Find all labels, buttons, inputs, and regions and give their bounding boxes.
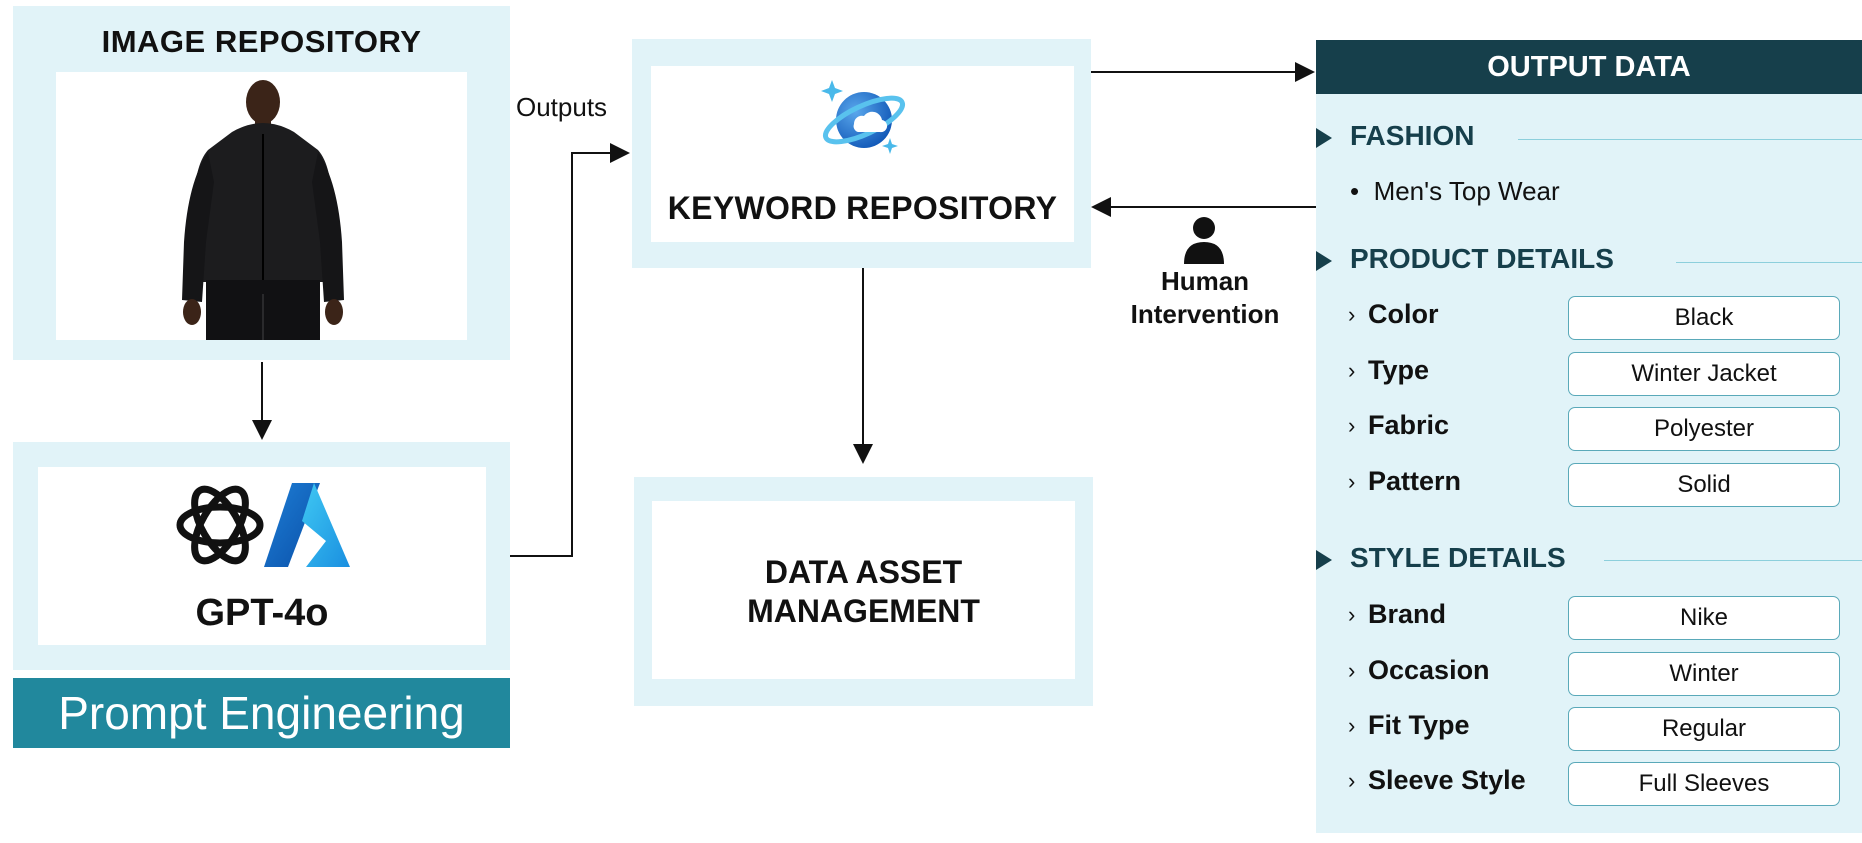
style-details-section-title: STYLE DETAILS	[1316, 540, 1616, 580]
attribute-row-pattern: › Pattern Solid	[1316, 463, 1862, 509]
attribute-name: Sleeve Style	[1368, 765, 1526, 795]
data-asset-management-line1: DATA ASSET	[764, 554, 963, 590]
section-triangle-icon	[1316, 128, 1332, 148]
fashion-section-rule	[1518, 139, 1862, 140]
attribute-row-color: › Color Black	[1316, 296, 1862, 342]
style-details-section-rule	[1604, 560, 1862, 561]
attribute-value: Polyester	[1568, 407, 1840, 451]
human-intervention-label: Human Intervention	[1105, 265, 1305, 331]
section-triangle-icon	[1316, 251, 1332, 271]
attribute-value: Black	[1568, 296, 1840, 340]
openai-logo-icon	[176, 485, 264, 565]
attribute-name: Color	[1368, 299, 1439, 329]
fashion-section-title: FASHION	[1316, 118, 1486, 158]
chevron-right-icon: ›	[1348, 469, 1356, 494]
model-card	[38, 467, 486, 645]
product-image	[56, 72, 467, 340]
attribute-value: Full Sleeves	[1568, 762, 1840, 806]
attribute-name: Type	[1368, 355, 1430, 385]
jacket-photo-illustration	[182, 80, 344, 340]
chevron-right-icon: ›	[1348, 602, 1356, 627]
keyword-repository-title: KEYWORD REPOSITORY	[667, 190, 1058, 226]
attribute-name: Fit Type	[1368, 710, 1470, 740]
chevron-right-icon: ›	[1348, 302, 1356, 327]
keyword-repository-card	[651, 66, 1074, 242]
attribute-name: Fabric	[1368, 410, 1450, 440]
human-intervention-line1: Human	[1160, 266, 1250, 296]
attribute-row-fabric: › Fabric Polyester	[1316, 407, 1862, 453]
attribute-row-fit-type: › Fit Type Regular	[1316, 707, 1862, 753]
bullet-dot: •	[1350, 176, 1374, 206]
chevron-right-icon: ›	[1348, 358, 1356, 383]
fashion-section-label: FASHION	[1350, 120, 1475, 151]
chevron-right-icon: ›	[1348, 713, 1356, 738]
person-icon	[1184, 217, 1224, 264]
attribute-value: Winter Jacket	[1568, 352, 1840, 396]
prompt-engineering-label: Prompt Engineering	[13, 678, 510, 748]
attribute-name: Brand	[1368, 599, 1447, 629]
chevron-right-icon: ›	[1348, 413, 1356, 438]
cosmos-db-icon	[821, 80, 906, 154]
attribute-row-sleeve-style: › Sleeve Style Full Sleeves	[1316, 762, 1862, 808]
model-name: GPT-4o	[195, 592, 329, 634]
fashion-bullet-item: • Men's Top Wear	[1350, 176, 1560, 207]
attribute-value: Regular	[1568, 707, 1840, 751]
output-data-header: OUTPUT DATA	[1316, 40, 1862, 94]
attribute-row-brand: › Brand Nike	[1316, 596, 1862, 642]
data-asset-management-line2: MANAGEMENT	[747, 593, 980, 629]
human-intervention-line2: Intervention	[1130, 299, 1280, 329]
outputs-connector-label: Outputs	[516, 92, 608, 122]
attribute-row-occasion: › Occasion Winter	[1316, 652, 1862, 698]
product-details-section-label: PRODUCT DETAILS	[1350, 243, 1614, 274]
attribute-row-type: › Type Winter Jacket	[1316, 352, 1862, 398]
data-asset-management-title: DATA ASSET MANAGEMENT	[652, 553, 1075, 631]
attribute-name: Occasion	[1368, 655, 1490, 685]
azure-logo-icon	[264, 483, 350, 567]
attribute-value: Nike	[1568, 596, 1840, 640]
product-details-section-title: PRODUCT DETAILS	[1316, 241, 1636, 281]
attribute-name: Pattern	[1368, 466, 1462, 496]
chevron-right-icon: ›	[1348, 658, 1356, 683]
image-repository-title: IMAGE REPOSITORY	[101, 24, 422, 59]
product-details-section-rule	[1676, 262, 1862, 263]
chevron-right-icon: ›	[1348, 768, 1356, 793]
attribute-value: Winter	[1568, 652, 1840, 696]
arrow-gpt-to-keyword	[510, 143, 630, 557]
section-triangle-icon	[1316, 550, 1332, 570]
style-details-section-label: STYLE DETAILS	[1350, 542, 1566, 573]
attribute-value: Solid	[1568, 463, 1840, 507]
data-asset-management-card	[652, 501, 1075, 679]
fashion-bullet-text: Men's Top Wear	[1373, 176, 1560, 206]
